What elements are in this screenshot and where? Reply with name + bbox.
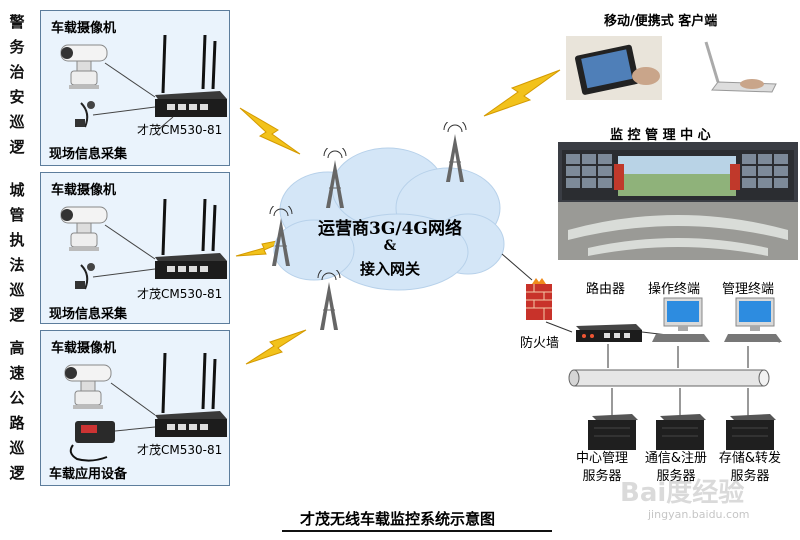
side-label-highway: 高速公路巡逻: [9, 339, 25, 482]
cell-tower-icon: [317, 270, 341, 330]
router-model-label: 才茂CM530-81: [137, 443, 223, 457]
dome-camera-icon: [60, 206, 108, 251]
network-cloud: [273, 147, 505, 291]
router-cm530-icon: [155, 253, 227, 279]
router-label: 路由器: [586, 282, 626, 297]
server-label-line2: 服务器: [656, 469, 696, 484]
vehicle-panel-1: 车载摄像机 才茂CM530-81 现场信息: [40, 10, 230, 166]
vehicle-equipment-graphic: [60, 198, 227, 290]
router-model-label: 才茂CM530-81: [137, 123, 223, 137]
watermark-url: jingyan.baidu.com: [648, 508, 750, 521]
bottom-label: 车载应用设备: [49, 467, 128, 482]
camera-label: 车载摄像机: [51, 183, 117, 198]
monitor-center-title: 监 控 管 理 中 心: [610, 128, 711, 143]
tablet-client-photo: [566, 36, 662, 100]
computer-terminal-icon: [724, 297, 782, 342]
vehicle-panel-3: 车载摄像机 才茂CM530-81 车载应用设备: [40, 330, 230, 486]
server-label-line2: 服务器: [730, 469, 770, 484]
side-label-urban: 城管执法巡逻: [9, 181, 25, 324]
vehicle-equipment-graphic: [60, 34, 227, 130]
server-label-storage: 存储&转发 服务器: [710, 450, 790, 486]
diagram-caption: 才茂无线车载监控系统示意图: [300, 510, 496, 528]
cell-tower-icon: [443, 122, 467, 182]
router-icon: [576, 324, 642, 342]
camera-label: 车载摄像机: [51, 341, 117, 356]
cell-tower-icon: [323, 148, 347, 208]
bottom-label: 现场信息采集: [49, 307, 128, 322]
lightning-icon: [483, 69, 561, 117]
server-label-central: 中心管理 服务器: [566, 450, 638, 486]
dome-camera-icon: [60, 44, 108, 89]
sensor-cable-icon: [75, 263, 95, 290]
bottom-label: 现场信息采集: [49, 147, 128, 162]
side-label-police: 警务治安巡逻: [9, 13, 25, 156]
server-icon: [588, 414, 638, 450]
server-label-line1: 存储&转发: [718, 451, 782, 466]
server-icon: [726, 414, 776, 450]
sensor-cable-icon: [75, 101, 95, 128]
firewall-label: 防火墙: [520, 336, 560, 351]
camera-label: 车载摄像机: [51, 21, 117, 36]
server-icon: [656, 414, 706, 450]
server-label-line1: 通信&注册: [644, 451, 708, 466]
cloud-ampersand: &: [383, 238, 397, 254]
vehicle-equipment-graphic: [64, 353, 227, 462]
operator-terminal-label: 操作终端: [648, 282, 701, 297]
computer-terminal-icon: [652, 297, 710, 342]
watermark-brand: Bai度经验: [620, 478, 745, 508]
vehicle-panel-2: 车载摄像机 才茂CM530-81 现场信息采集: [40, 172, 230, 324]
dome-camera-icon: [64, 364, 112, 409]
lightning-icon: [239, 107, 301, 155]
firewall-icon: [526, 278, 552, 320]
server-label-comm: 通信&注册 服务器: [636, 450, 716, 486]
router-model-label: 才茂CM530-81: [137, 287, 223, 301]
server-label-line1: 中心管理: [575, 451, 628, 466]
network-backbone: [568, 369, 770, 387]
caption-underline: [282, 530, 552, 532]
vehicle-dvr-device-icon: [69, 421, 115, 462]
server-label-line2: 服务器: [582, 469, 622, 484]
router-cm530-icon: [155, 91, 227, 117]
laptop-client-photo: [682, 36, 778, 100]
lightning-icon: [245, 329, 307, 365]
router-cm530-icon: [155, 411, 227, 437]
mobile-client-title: 移动/便携式 客户端: [604, 14, 718, 29]
cloud-network-label: 运营商3G/4G网络: [318, 219, 462, 239]
cell-tower-icon: [269, 206, 293, 266]
control-room-photo: [558, 142, 798, 260]
cloud-gateway-label: 接入网关: [359, 260, 420, 278]
admin-terminal-label: 管理终端: [722, 282, 775, 297]
